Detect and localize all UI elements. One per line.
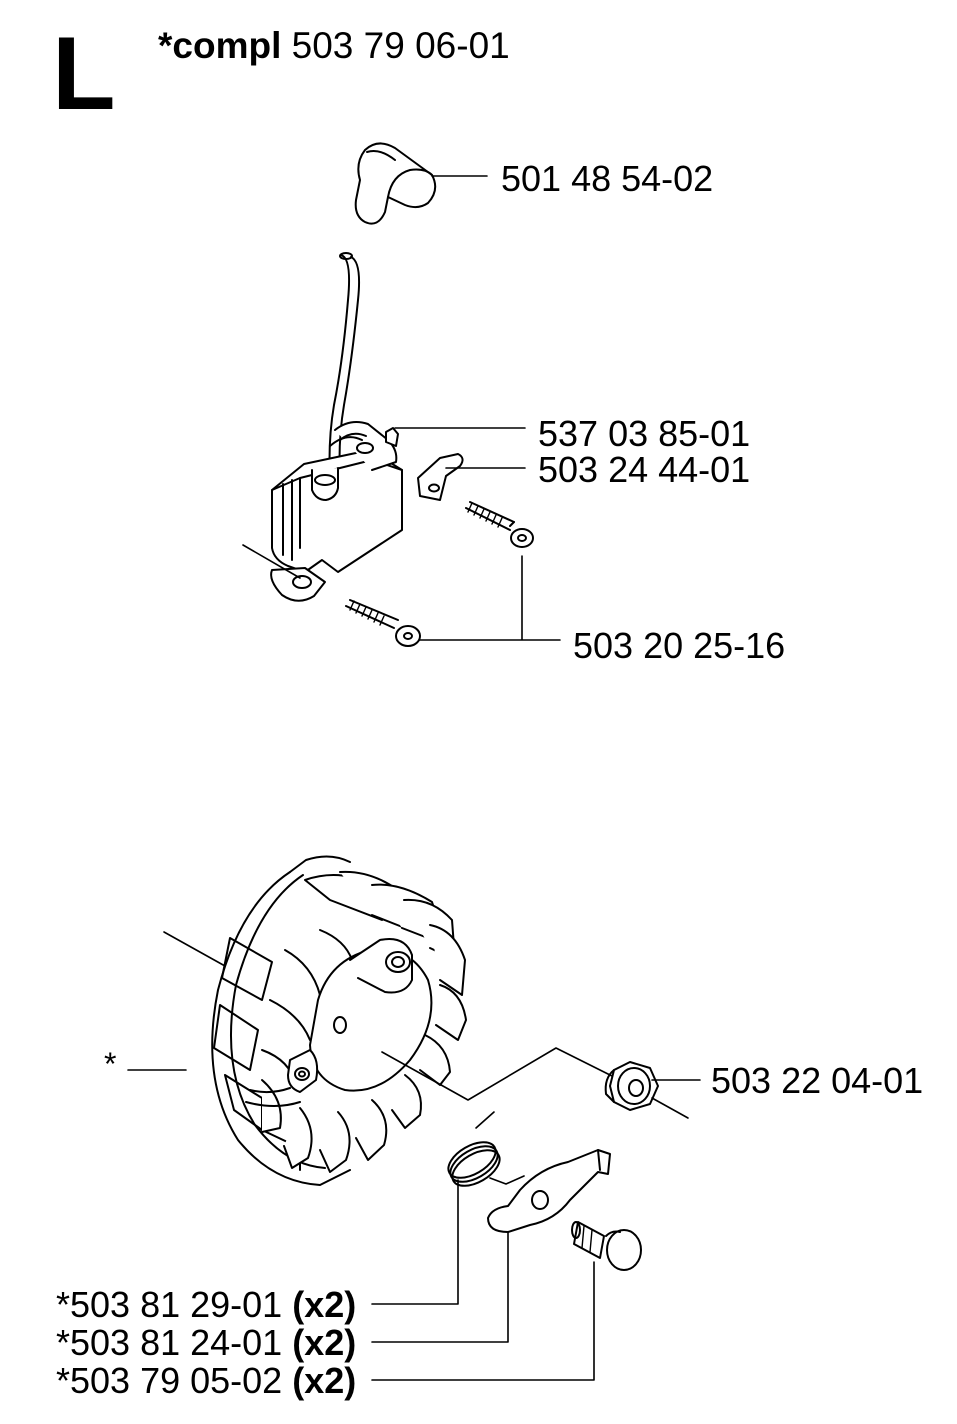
part-number-terminal: 537 03 85-01 xyxy=(538,413,751,454)
axis-line-flywheel-left xyxy=(163,931,226,967)
part-number-pawl: *503 81 24-01 (x2) xyxy=(56,1325,356,1361)
axis-line-coil xyxy=(242,544,301,579)
spring-number: *503 81 29-01 xyxy=(56,1284,283,1325)
pawl-pin-number: *503 79 05-02 xyxy=(56,1360,283,1401)
pawl-pin xyxy=(571,1221,642,1271)
flywheel xyxy=(211,855,467,1186)
leader-pawl xyxy=(371,1231,509,1343)
pawl xyxy=(487,1149,611,1233)
pawl-number: *503 81 24-01 xyxy=(56,1322,283,1363)
terminal xyxy=(385,427,399,447)
leader-spring xyxy=(371,1179,459,1305)
leader-pawl-pin xyxy=(371,1261,595,1381)
part-number-spring: *503 81 29-01 (x2) xyxy=(56,1287,356,1323)
spark-plug-cap xyxy=(354,142,437,225)
coil-screw-lower xyxy=(345,599,421,647)
part-number-contact-plate: 503 24 44-01 xyxy=(538,449,751,490)
assembly-prefix: *compl xyxy=(158,25,282,66)
flywheel-nut xyxy=(604,1061,659,1111)
axis-line-nut xyxy=(651,1097,689,1119)
assembly-part-number: 503 79 06-01 xyxy=(291,25,510,66)
assembly-heading: *compl 503 79 06-01 xyxy=(158,27,510,64)
axis-line-flywheel-right xyxy=(381,1047,617,1101)
coil-screw-upper xyxy=(465,501,534,548)
leader-coil-screws xyxy=(419,555,561,641)
part-number-pawl-pin: *503 79 05-02 (x2) xyxy=(56,1363,356,1399)
spring xyxy=(447,1111,525,1187)
spring-qty: (x2) xyxy=(292,1284,357,1325)
contact-plate xyxy=(417,453,464,501)
ignition-coil xyxy=(270,421,403,602)
pawl-qty: (x2) xyxy=(292,1322,357,1363)
part-number-coil-screws: 503 20 25-16 xyxy=(573,625,786,666)
pawl-pin-qty: (x2) xyxy=(292,1360,357,1401)
section-letter: L xyxy=(52,16,116,132)
part-number-flywheel-nut: 503 22 04-01 xyxy=(711,1060,924,1101)
part-number-spark-plug-cap: 501 48 54-02 xyxy=(501,158,714,199)
flywheel-marker: * xyxy=(104,1046,117,1082)
